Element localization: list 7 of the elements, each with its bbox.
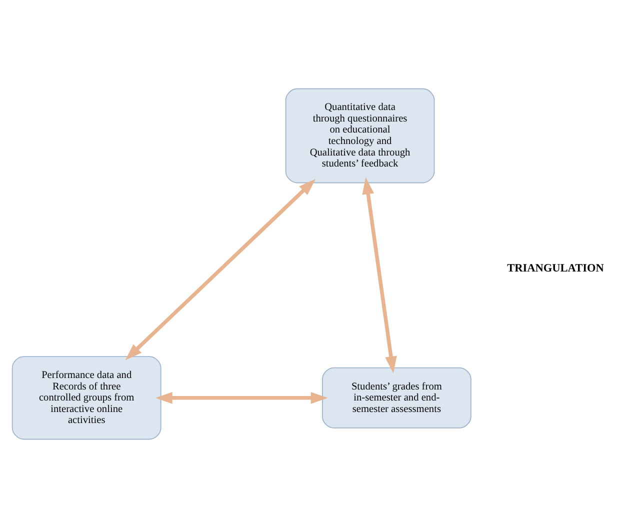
node-box: Students’ grades from in-semester and end-semester assessments [322, 367, 472, 428]
arrow [362, 177, 397, 374]
node-box: Quantitative data through questionnaires on educational technology and Qualitative data through students’ feedback [285, 88, 435, 184]
arrow [125, 178, 316, 360]
arrow [155, 392, 328, 404]
label: TRIANGULATION [507, 262, 604, 275]
node-box: Performance data and Records of three controlled groups from interactive online activities [12, 356, 162, 440]
